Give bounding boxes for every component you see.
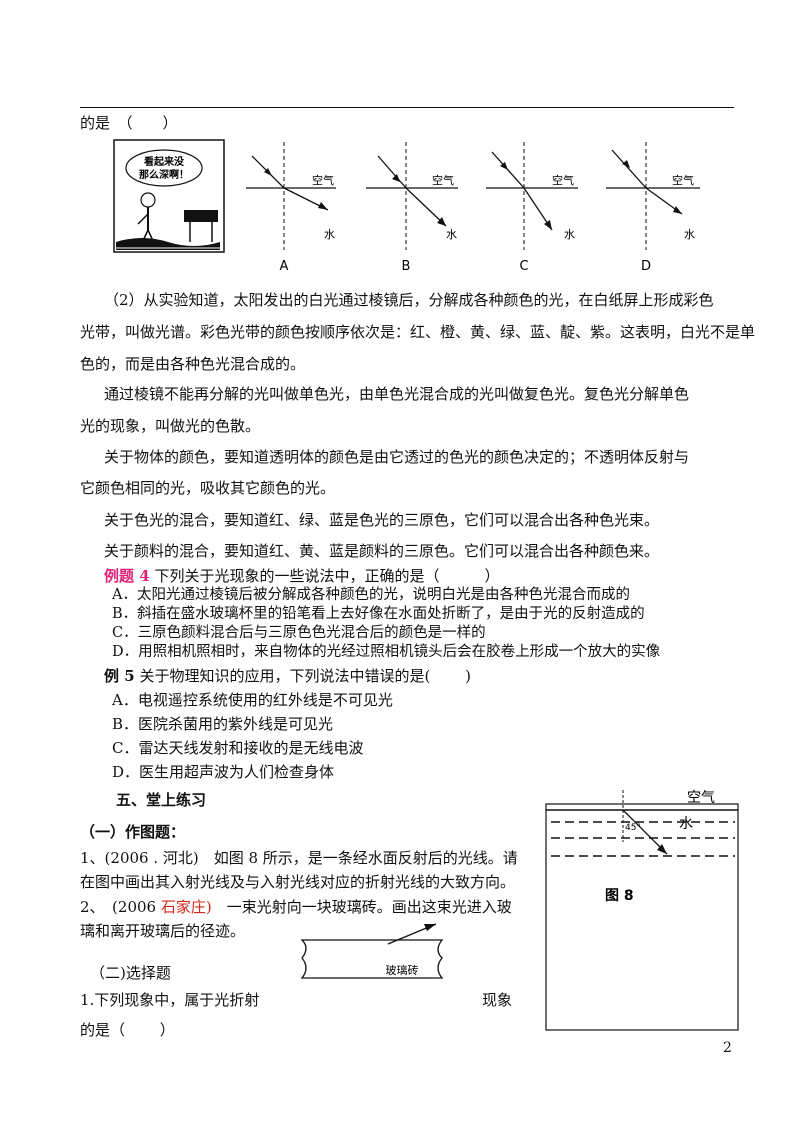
q3-line2: 的是（ ） xyxy=(80,1021,175,1039)
option-c-diagram: 空气 水 xyxy=(486,142,578,250)
figure8-angle-label: 45° xyxy=(625,823,641,833)
paragraph-spectrum-line3: 色的，而是由各种色光混合成的。 xyxy=(80,355,306,373)
option-b-diagram: 空气 水 xyxy=(366,142,458,250)
option-d-water-label: 水 xyxy=(684,228,695,241)
example5-option-b: B．医院杀菌用的紫外线是可见光 xyxy=(112,715,334,733)
paragraph-spectrum-line2: 光带，叫做光谱。彩色光带的颜色按顺序依次是：红、橙、黄、绿、蓝、靛、紫。这表明，… xyxy=(80,323,756,341)
option-a-air-label: 空气 xyxy=(312,173,334,187)
option-d-air-label: 空气 xyxy=(672,173,694,187)
example4-option-c: C．三原色颜料混合后与三原色色光混合后的颜色是一样的 xyxy=(112,625,486,641)
page-number: 2 xyxy=(723,1040,732,1056)
example4-option-b: B．斜插在盛水玻璃杯里的铅笔看上去好像在水面处折断了，是由于光的反射造成的 xyxy=(112,606,645,622)
paragraph-object-color-line1: 关于物体的颜色，要知道透明体的颜色是由它透过的色光的颜色决定的；不透明体反射与 xyxy=(104,448,690,466)
option-a-label: A xyxy=(280,259,289,274)
option-c-air-label: 空气 xyxy=(552,173,574,187)
example5-option-c: C．雷达天线发射和接收的是无线电波 xyxy=(112,739,364,757)
q2-rest: 一束光射向一块玻璃砖。画出这束光进入玻 xyxy=(211,898,512,916)
section5-title: 五、堂上练习 xyxy=(116,791,207,809)
glass-brick-label: 玻璃砖 xyxy=(386,963,419,977)
option-b-air-label: 空气 xyxy=(432,173,454,187)
option-a-water-label: 水 xyxy=(324,228,335,241)
paragraph-monochromatic-line1: 通过棱镜不能再分解的光叫做单色光，由单色光混合成的光叫做复色光。复色光分解单色 xyxy=(104,385,690,403)
figure8-caption: 图 8 xyxy=(605,888,634,904)
example4-question: 例题 4 下列关于光现象的一些说法中，正确的是（ ） xyxy=(104,566,499,586)
previous-question-fragment: 的是 （ ） xyxy=(80,114,178,132)
option-c-label: C xyxy=(519,259,528,274)
example5-option-d: D．医生用超声波为人们检查身体 xyxy=(112,763,335,781)
option-d-diagram: 空气 水 xyxy=(606,142,700,250)
example5-question: 例 5 关于物理知识的应用，下列说法中错误的是( ) xyxy=(104,666,471,686)
figure-8: 空气 水 45° 图 8 xyxy=(545,790,739,1031)
option-c-water-label: 水 xyxy=(564,228,575,241)
q3-line1-left: 1.下列现象中，属于光折射 xyxy=(80,991,260,1009)
glass-brick-figure: 玻璃砖 xyxy=(300,923,444,979)
q2-prefix: 2、 (2006 xyxy=(80,898,161,916)
q2-line2: 璃和离开玻璃后的径迹。 xyxy=(80,922,246,940)
figure8-air-label: 空气 xyxy=(687,790,715,806)
cartoon-speech-line1: 看起来没 xyxy=(144,155,185,168)
section5-drawing-heading: （一）作图题： xyxy=(80,823,186,841)
cartoon-panel: 看起来没 那么深啊！ xyxy=(113,139,225,253)
cartoon-speech-line2: 那么深啊！ xyxy=(139,168,189,181)
paragraph-spectrum-line1: （2）从实验知道，太阳发出的白光通过棱镜后，分解成各种颜色的光，在白纸屏上形成彩… xyxy=(104,291,714,309)
example4-option-a: A．太阳光通过棱镜后被分解成各种颜色的光，说明白光是由各种色光混合而成的 xyxy=(112,587,630,603)
refraction-options-figure: 看起来没 那么深啊！ 空气 水 xyxy=(113,139,700,274)
option-a-diagram: 空气 水 xyxy=(246,142,336,250)
header-rule xyxy=(80,107,734,108)
example5-stem: 关于物理知识的应用，下列说法中错误的是( ) xyxy=(139,667,471,685)
figure8-water-label: 水 xyxy=(679,816,693,832)
paragraph-pigment-mixing: 关于颜料的混合，要知道红、黄、蓝是颜料的三原色。它们可以混合出各种颜色来。 xyxy=(104,542,660,560)
example5-option-a: A．电视遥控系统使用的红外线是不可见光 xyxy=(112,691,393,709)
example5-label: 例 5 xyxy=(104,667,135,685)
section5-choice-heading: （二)选择题 xyxy=(90,964,171,982)
option-d-label: D xyxy=(641,259,651,274)
example4-stem: 下列关于光现象的一些说法中，正确的是（ ） xyxy=(154,567,500,585)
q2-place: 石家庄) xyxy=(160,898,212,916)
example4-label: 例题 4 xyxy=(104,567,150,585)
q1-line2: 在图中画出其入射光线及与入射光线对应的折射光线的大致方向。 xyxy=(80,873,516,891)
paragraph-monochromatic-line2: 光的现象，叫做光的色散。 xyxy=(80,417,261,435)
q2-line1: 2、 (2006 石家庄) 一束光射向一块玻璃砖。画出这束光进入玻 xyxy=(80,897,512,917)
example4-option-d: D．用照相机照相时，来自物体的光经过照相机镜头后会在胶卷上形成一个放大的实像 xyxy=(112,644,661,660)
q1-line1: 1、(2006 . 河北) 如图 8 所示，是一条经水面反射后的光线。请 xyxy=(80,849,518,867)
q3-line1-right: 现象 xyxy=(482,991,513,1009)
option-b-water-label: 水 xyxy=(446,228,457,241)
paragraph-object-color-line2: 它颜色相同的光，吸收其它颜色的光。 xyxy=(80,479,336,497)
option-b-label: B xyxy=(402,259,411,274)
paragraph-light-mixing: 关于色光的混合，要知道红、绿、蓝是色光的三原色，它们可以混合出各种色光束。 xyxy=(104,511,660,529)
